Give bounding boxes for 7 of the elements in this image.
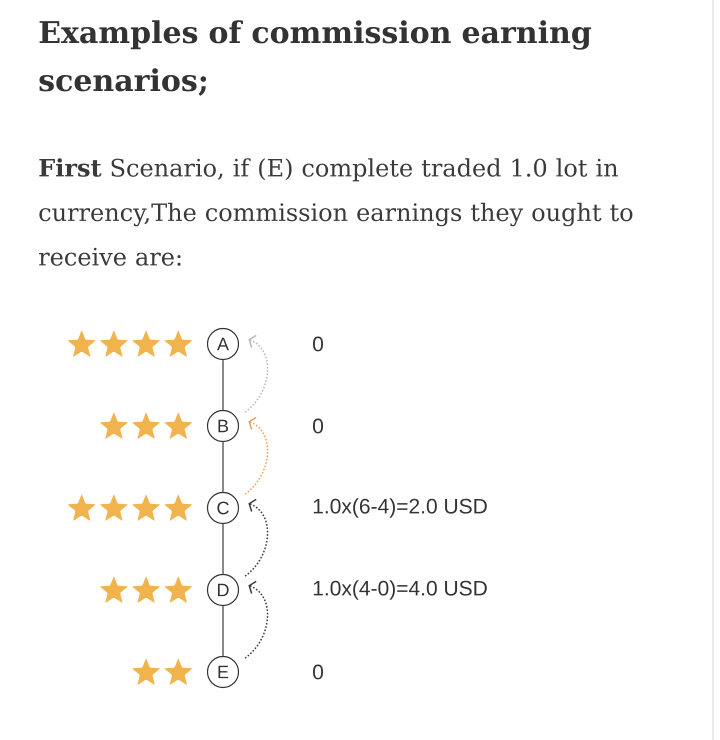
amount-label: 0 <box>313 664 324 680</box>
amount-label: 0 <box>313 418 324 434</box>
amount-label: 0 <box>313 336 324 352</box>
paragraph: First Scenario, if (E) complete traded 1.0 lot in currency,The commission earnings they ought to receive are: <box>39 158 632 266</box>
amount-label: 1.0x(4-0)=4.0 USD <box>314 580 487 600</box>
amount-label: 1.0x(6-4)=2.0 USD <box>314 498 487 518</box>
heading: Examples of commission earning scenarios; <box>39 20 592 96</box>
